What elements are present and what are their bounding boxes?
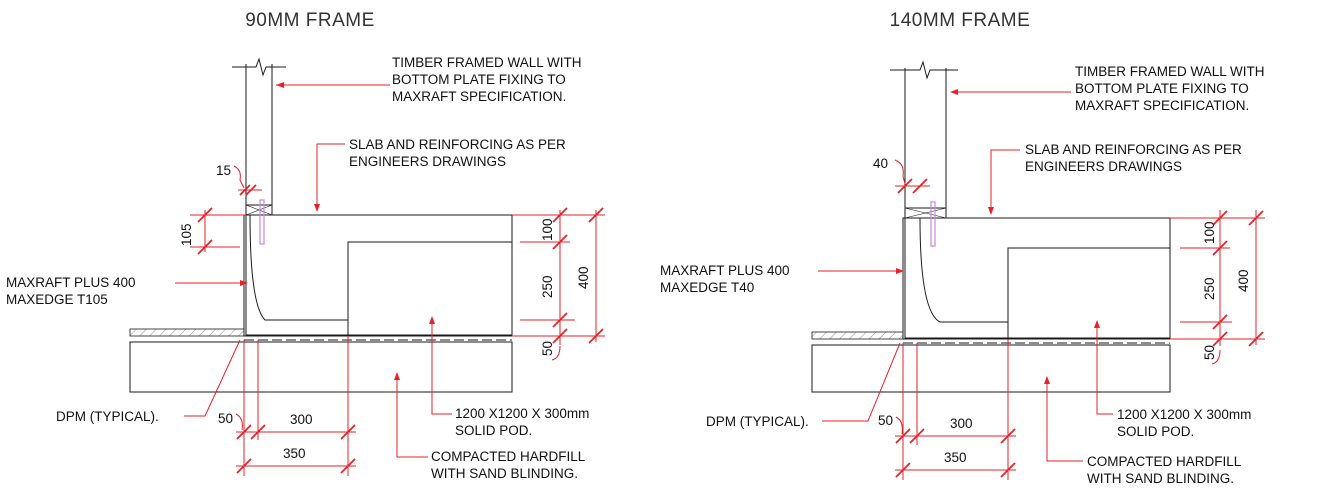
- pod-note-line-1: 1200 X1200 X 300mm: [1117, 407, 1251, 422]
- svg-text:15: 15: [216, 163, 231, 178]
- detail-90mm-frame: 90MM FRAME TIMBER FRAMED WALL WITH BOTTO…: [6, 10, 605, 481]
- dpm-note: DPM (TYPICAL).: [706, 414, 809, 429]
- svg-text:50: 50: [878, 413, 893, 428]
- wall-note-line-3: MAXRAFT SPECIFICATION.: [1075, 98, 1249, 113]
- fixing-bolt: [930, 201, 936, 247]
- concrete-slab: [904, 217, 1171, 339]
- dimension-base: 50 300 350: [878, 339, 1016, 480]
- svg-text:105: 105: [179, 223, 194, 246]
- svg-text:300: 300: [950, 416, 973, 431]
- edge-note-line-1: MAXRAFT PLUS 400: [660, 263, 790, 278]
- concrete-slab: [245, 214, 513, 336]
- svg-text:400: 400: [576, 266, 591, 289]
- detail-title: 140MM FRAME: [890, 10, 1031, 31]
- svg-text:100: 100: [1202, 221, 1217, 244]
- svg-text:350: 350: [283, 446, 306, 461]
- slab-note-line-1: SLAB AND REINFORCING AS PER: [1025, 142, 1242, 157]
- svg-text:250: 250: [1202, 277, 1217, 300]
- fill-note-line-2: WITH SAND BLINDING.: [431, 466, 578, 481]
- wall-break-symbol: [232, 57, 286, 77]
- svg-text:350: 350: [944, 450, 967, 465]
- pod-leader: [431, 320, 452, 415]
- detail-title: 90MM FRAME: [245, 10, 375, 31]
- dimension-gap: 40: [873, 156, 930, 194]
- fill-note-line-2: WITH SAND BLINDING.: [1087, 471, 1234, 486]
- edge-note-line-2: MAXEDGE T40: [660, 280, 754, 295]
- dimension-gap: 15: [216, 163, 262, 196]
- svg-text:50: 50: [1202, 345, 1217, 360]
- wall-note-line-2: BOTTOM PLATE FIXING TO: [392, 72, 566, 87]
- maxedge-former: [902, 217, 1009, 340]
- fill-note-line-1: COMPACTED HARDFILL: [431, 449, 586, 464]
- edge-note-line-2: MAXEDGE T105: [6, 292, 108, 307]
- fill-note-line-1: COMPACTED HARDFILL: [1087, 454, 1242, 469]
- dimension-edge-height: 105: [179, 207, 246, 255]
- pod-note-line-2: SOLID POD.: [1117, 424, 1194, 439]
- fill-leader: [396, 376, 428, 458]
- ground-hatch: [811, 331, 904, 340]
- edge-note-line-1: MAXRAFT PLUS 400: [6, 275, 136, 290]
- wall-note-line-1: TIMBER FRAMED WALL WITH: [392, 55, 582, 70]
- slab-leader: [990, 149, 1020, 211]
- slab-leader: [316, 143, 345, 208]
- slab-note-line-2: ENGINEERS DRAWINGS: [1025, 159, 1182, 174]
- pod-note-line-2: SOLID POD.: [455, 423, 532, 438]
- solid-pod: [1007, 247, 1171, 340]
- detail-140mm-frame: 140MM FRAME TIMBER FRAMED WALL WITH BOTT…: [660, 10, 1265, 486]
- wall-note-line-3: MAXRAFT SPECIFICATION.: [392, 89, 566, 104]
- pod-note-line-1: 1200 X1200 X 300mm: [455, 406, 589, 421]
- svg-text:250: 250: [540, 275, 555, 298]
- wall-note-line-2: BOTTOM PLATE FIXING TO: [1075, 81, 1249, 96]
- compacted-hardfill: [129, 341, 513, 393]
- pod-leader: [1096, 324, 1113, 415]
- dimension-slab-pod-total: 100 250 400 50: [1170, 210, 1265, 365]
- wall-break-symbol: [890, 60, 958, 80]
- svg-text:300: 300: [290, 412, 313, 427]
- svg-text:400: 400: [1236, 269, 1251, 292]
- svg-text:40: 40: [873, 156, 888, 171]
- svg-text:50: 50: [540, 341, 555, 356]
- svg-text:100: 100: [540, 218, 555, 241]
- compacted-hardfill: [811, 344, 1171, 393]
- svg-text:50: 50: [218, 411, 233, 426]
- dpm-note: DPM (TYPICAL).: [56, 409, 159, 424]
- slab-note-line-2: ENGINEERS DRAWINGS: [349, 154, 506, 169]
- wall-note-line-1: TIMBER FRAMED WALL WITH: [1075, 64, 1265, 79]
- ground-hatch: [129, 328, 245, 337]
- slab-note-line-1: SLAB AND REINFORCING AS PER: [349, 137, 566, 152]
- fixing-bolt: [259, 199, 265, 245]
- dpm-leader: [822, 342, 901, 422]
- dpm-leader: [184, 339, 241, 417]
- dimension-slab-pod-total: 100 250 400 50: [512, 207, 605, 361]
- fill-leader: [1046, 380, 1083, 462]
- dimension-base: 50 300 350: [218, 336, 356, 476]
